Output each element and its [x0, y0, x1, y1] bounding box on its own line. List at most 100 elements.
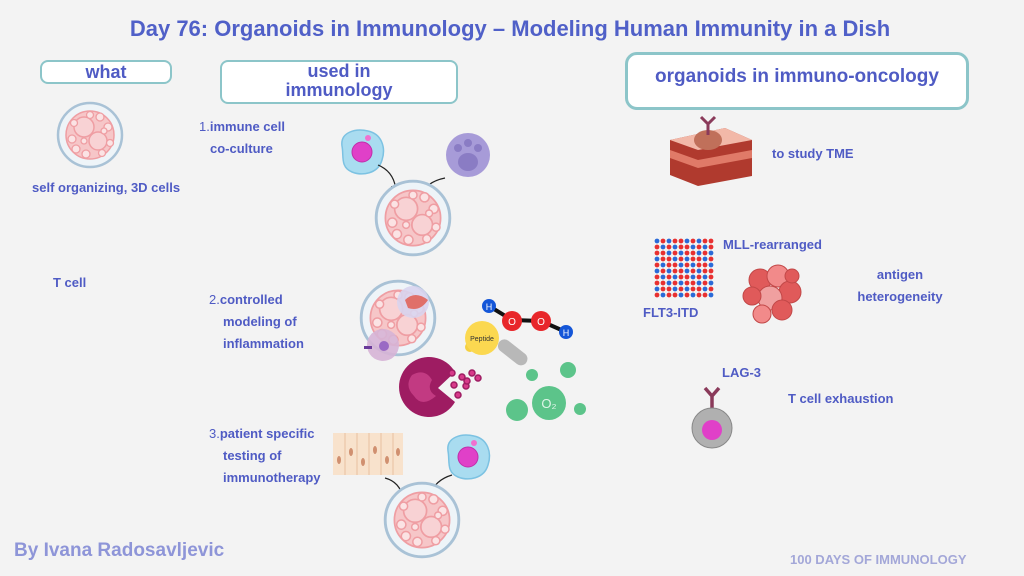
- grid-dot: [654, 262, 660, 268]
- grid-dot: [684, 286, 690, 292]
- grid-dot: [660, 256, 666, 262]
- grid-dot: [696, 286, 702, 292]
- use-number: 3.: [209, 426, 220, 441]
- grid-dot: [702, 238, 708, 244]
- grid-dot: [684, 268, 690, 274]
- immune-cell-icon: [364, 286, 429, 361]
- grid-dot: [654, 238, 660, 244]
- grid-dot: [696, 280, 702, 286]
- grid-dot: [708, 238, 714, 244]
- grid-dot: [702, 268, 708, 274]
- oxygen-bubbles-icon: O₂: [506, 362, 586, 421]
- grid-dot: [696, 274, 702, 280]
- grid-dot: [690, 238, 696, 244]
- grid-dot: [672, 268, 678, 274]
- grid-dot: [660, 238, 666, 244]
- grid-dot: [666, 262, 672, 268]
- grid-dot: [660, 262, 666, 268]
- what-header: what: [40, 60, 172, 84]
- grid-dot: [666, 256, 672, 262]
- grid-dot: [678, 256, 684, 262]
- grid-dot: [666, 244, 672, 250]
- svg-text:H: H: [486, 302, 493, 312]
- t-cell-label: T cell: [53, 275, 87, 290]
- immuno-oncology-header: organoids in immuno-oncology: [625, 52, 969, 110]
- use-text: inflammation: [223, 336, 304, 351]
- svg-text:O: O: [508, 317, 516, 328]
- use-text: testing of: [223, 448, 282, 463]
- grid-dot: [708, 286, 714, 292]
- grid-dot: [708, 244, 714, 250]
- t-cell-exhaustion-label: T cell exhaustion: [788, 391, 894, 406]
- grid-dot: [672, 262, 678, 268]
- grid-dot: [696, 292, 702, 298]
- grid-dot: [690, 286, 696, 292]
- grid-dot: [660, 250, 666, 256]
- use-text: patient specific: [219, 426, 315, 441]
- use-text: controlled: [219, 292, 283, 307]
- grid-dot: [678, 274, 684, 280]
- grid-dot: [696, 250, 702, 256]
- organoid-icon: [383, 481, 461, 559]
- use-text: immune cell: [209, 119, 285, 134]
- grid-dot: [684, 274, 690, 280]
- lag3-label: LAG-3: [722, 365, 761, 380]
- grid-dot: [672, 256, 678, 262]
- grid-dot: [678, 238, 684, 244]
- macrophage-icon: [399, 357, 482, 418]
- grid-dot: [690, 262, 696, 268]
- grid-dot: [690, 244, 696, 250]
- svg-text:O: O: [537, 317, 545, 328]
- tme-label: to study TME: [772, 146, 854, 161]
- grid-dot: [708, 268, 714, 274]
- grid-dot: [660, 280, 666, 286]
- grid-dot: [690, 292, 696, 298]
- flt3-label: FLT3-ITD: [643, 305, 699, 320]
- grid-dot: [660, 244, 666, 250]
- grid-dot: [672, 292, 678, 298]
- use-1: 1.immune cell co-culture: [199, 116, 285, 160]
- organoid-icon: [56, 101, 124, 169]
- epithelium-icon: [333, 433, 403, 475]
- use-2: 2.controlled modeling of inflammation: [209, 289, 304, 355]
- grid-dot: [684, 238, 690, 244]
- grid-dot: [672, 250, 678, 256]
- use-3: 3.patient specific testing of immunother…: [209, 423, 321, 489]
- grid-dot: [666, 280, 672, 286]
- grid-dot: [696, 244, 702, 250]
- tumor-tissue-icon: [670, 115, 752, 186]
- label-line: antigen: [876, 267, 924, 282]
- grid-dot: [696, 256, 702, 262]
- grid-dot: [678, 262, 684, 268]
- grid-dot: [666, 238, 672, 244]
- grid-dot: [660, 292, 666, 298]
- svg-text:Peptide: Peptide: [470, 336, 494, 343]
- mutation-grid-icon: [654, 238, 714, 298]
- grid-dot: [684, 250, 690, 256]
- bacterium-icon: [497, 339, 528, 366]
- grid-dot: [696, 238, 702, 244]
- t-cell-icon: [341, 129, 385, 175]
- series-name: 100 DAYS OF IMMUNOLOGY: [790, 552, 967, 567]
- grid-dot: [672, 280, 678, 286]
- author: By Ivana Radosavljevic: [14, 540, 225, 561]
- grid-dot: [702, 274, 708, 280]
- grid-dot: [672, 244, 678, 250]
- grid-dot: [660, 274, 666, 280]
- svg-text:H: H: [563, 328, 570, 338]
- grid-dot: [678, 268, 684, 274]
- use-number: 1.: [199, 119, 210, 134]
- grid-dot: [708, 274, 714, 280]
- exhausted-t-cell-icon: [691, 386, 733, 449]
- page-title: Day 76: Organoids in Immunology – Modeli…: [129, 16, 891, 41]
- mll-label: MLL-rearranged: [723, 237, 822, 252]
- grid-dot: [678, 286, 684, 292]
- grid-dot: [702, 262, 708, 268]
- grid-dot: [684, 280, 690, 286]
- grid-dot: [660, 268, 666, 274]
- grid-dot: [684, 262, 690, 268]
- svg-text:O₂: O₂: [541, 396, 556, 411]
- grid-dot: [666, 286, 672, 292]
- grid-dot: [702, 250, 708, 256]
- grid-dot: [654, 280, 660, 286]
